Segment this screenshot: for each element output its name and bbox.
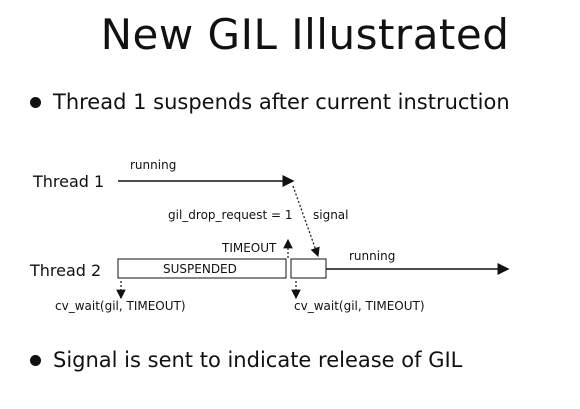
signal-label: signal [313,208,349,222]
cv-wait-label-1: cv_wait(gil, TIMEOUT) [55,299,186,313]
bullet-dot-icon [30,354,41,366]
bullet-dot-icon [30,96,41,108]
thread1-running-label: running [130,158,176,172]
bullet-item-2: Signal is sent to indicate release of GI… [30,348,462,372]
suspended-box [117,258,287,279]
wait-box [290,258,327,279]
slide-title: New GIL Illustrated [100,10,510,59]
bullet-item-1: Thread 1 suspends after current instruct… [30,90,510,114]
bullet-text-2: Signal is sent to indicate release of GI… [53,348,463,372]
suspended-label: SUSPENDED [163,262,237,276]
thread2-label: Thread 2 [29,261,101,280]
signal-arrow [292,185,320,258]
gil-drop-request-label: gil_drop_request = 1 [168,208,292,222]
timeout-label: TIMEOUT [221,241,277,255]
thread2-running-label: running [349,249,395,263]
cv-wait-label-2: cv_wait(gil, TIMEOUT) [294,299,425,313]
bullet-text-1: Thread 1 suspends after current instruct… [53,90,510,114]
thread1-label: Thread 1 [32,172,104,191]
